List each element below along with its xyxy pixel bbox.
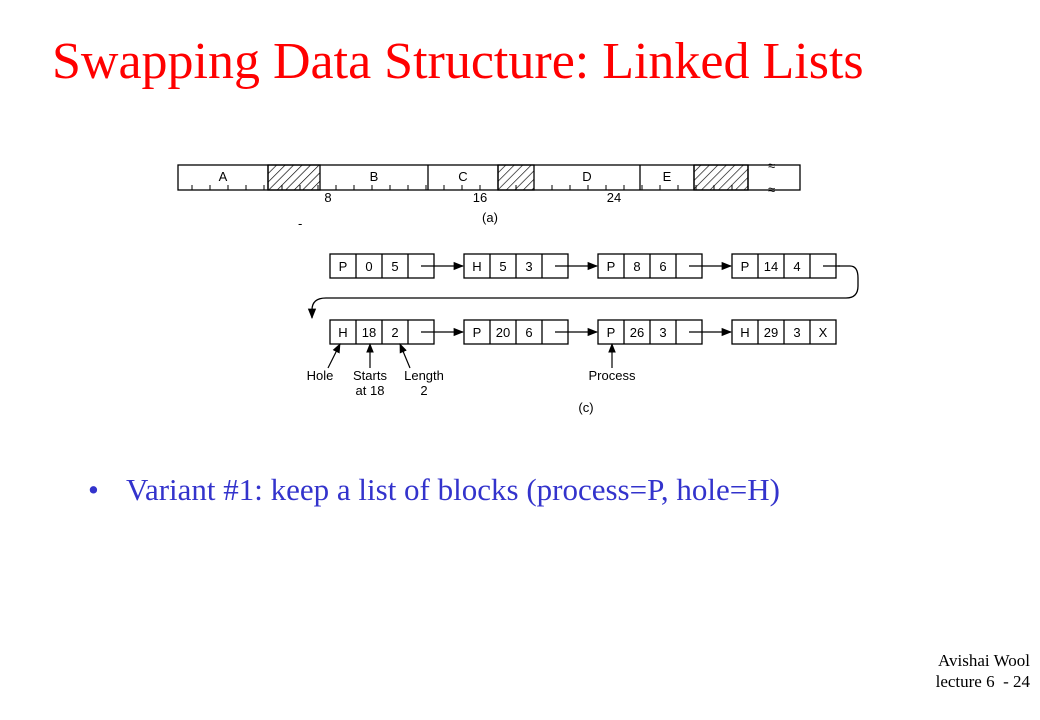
- row2-node-1-field-1: 20: [496, 325, 510, 340]
- tick-label-8: 8: [324, 190, 331, 205]
- row2-node-3-field-0: H: [740, 325, 749, 340]
- slide-title: Swapping Data Structure: Linked Lists: [52, 33, 864, 90]
- row1-node-0-field-1: 0: [365, 259, 372, 274]
- row1-node-1: H 5 3: [463, 253, 569, 279]
- row2-node-0: H 18 2: [329, 319, 435, 345]
- break-mark-top: ≈: [768, 158, 775, 173]
- bullet-text: Variant #1: keep a list of blocks (proce…: [126, 472, 780, 507]
- segment-label-d: D: [582, 169, 591, 184]
- annotation-process: Process: [589, 368, 636, 383]
- row2-node-1: P 20 6: [463, 319, 569, 345]
- row2-node-2-field-0: P: [607, 325, 616, 340]
- row1-node-0-field-0: P: [339, 259, 348, 274]
- bullet-dot: •: [88, 472, 99, 507]
- row2-node-1-field-2: 6: [525, 325, 532, 340]
- row1-node-3: P 14 4: [731, 253, 837, 279]
- memory-hole-7: [693, 164, 749, 191]
- row1-node-1-field-0: H: [472, 259, 481, 274]
- row1-node-1-field-1: 5: [499, 259, 506, 274]
- bullet-point: • Variant #1: keep a list of blocks (proc…: [88, 470, 780, 510]
- row1-node-3-field-0: P: [741, 259, 750, 274]
- figure-a-strip: A B C D E ≈ ≈ 8 16 24 (a) -: [177, 158, 801, 231]
- tick-label-16: 16: [473, 190, 487, 205]
- segment-label-a: A: [219, 169, 228, 184]
- row2-node-0-field-2: 2: [391, 325, 398, 340]
- annotation-length-1: Length: [404, 368, 444, 383]
- row2-node-2-field-1: 26: [630, 325, 644, 340]
- segment-label-e: E: [663, 169, 672, 184]
- row2-node-1-field-0: P: [473, 325, 482, 340]
- row2-node-0-field-0: H: [338, 325, 347, 340]
- row1-node-2-field-0: P: [607, 259, 616, 274]
- row1-node-1-field-2: 3: [525, 259, 532, 274]
- row1-node-2-field-2: 6: [659, 259, 666, 274]
- row2-node-3-field-2: 3: [793, 325, 800, 340]
- annotation-starts-1: Starts: [353, 368, 387, 383]
- hole-pointer: [327, 343, 341, 369]
- tick-label-24: 24: [607, 190, 621, 205]
- row2-node-0-field-1: 18: [362, 325, 376, 340]
- memory-hole-1: [267, 164, 321, 191]
- wrap-arrow: [307, 265, 859, 320]
- row1-node-2: P 8 6: [597, 253, 703, 279]
- figure-c-caption: (c): [578, 400, 593, 415]
- segment-label-c: C: [458, 169, 467, 184]
- break-mark-bottom: ≈: [768, 182, 775, 197]
- footer-author: Avishai Wool: [938, 651, 1030, 670]
- row1-node-0-field-2: 5: [391, 259, 398, 274]
- footer-lecture: lecture 6 - 24: [935, 672, 1030, 691]
- length-pointer: [399, 343, 411, 369]
- row1-node-3-field-1: 14: [764, 259, 778, 274]
- stray-mark: -: [298, 216, 302, 231]
- row2-node-3-field-3: X: [819, 325, 828, 340]
- row2-node-2-field-2: 3: [659, 325, 666, 340]
- slide-footer: Avishai Wool lecture 6 - 24: [936, 650, 1030, 692]
- annotation-starts-2: at 18: [356, 383, 385, 398]
- row2-node-3-field-1: 29: [764, 325, 778, 340]
- segment-label-b: B: [370, 169, 379, 184]
- annotation-length-2: 2: [420, 383, 427, 398]
- row2-node-3: H 29 3 X: [731, 319, 837, 345]
- row1-node-0: P 0 5: [329, 253, 435, 279]
- annotation-hole: Hole: [307, 368, 334, 383]
- row1-node-3-field-2: 4: [793, 259, 800, 274]
- figure-a-caption: (a): [482, 210, 498, 225]
- row2-node-2: P 26 3: [597, 319, 703, 345]
- row1-node-2-field-1: 8: [633, 259, 640, 274]
